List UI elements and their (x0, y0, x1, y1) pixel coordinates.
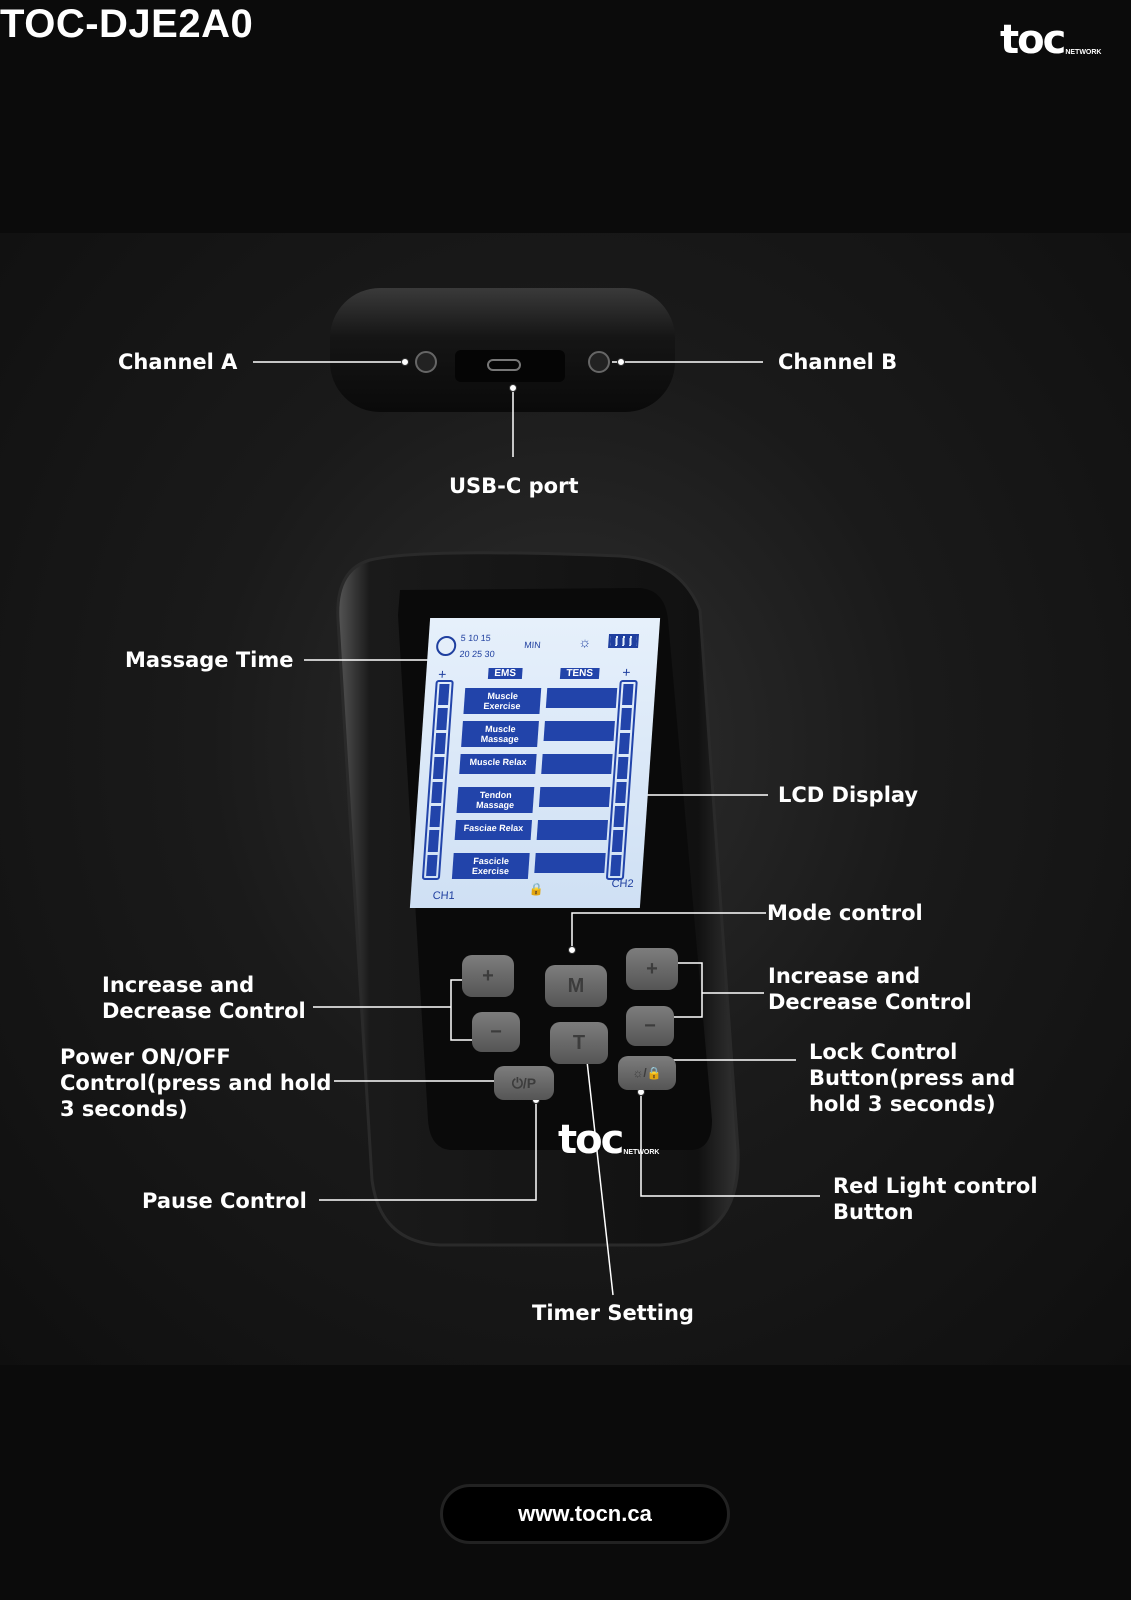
ch2-plus: + (621, 664, 632, 680)
ch2-label: CH2 (611, 878, 634, 890)
mode-button[interactable]: M (545, 965, 607, 1007)
clock-icon (435, 636, 457, 656)
power-pause-button[interactable]: ⏻/P (494, 1066, 554, 1100)
device-top-view (330, 288, 675, 412)
timer-button[interactable]: T (550, 1022, 608, 1064)
product-title: TOC-DJE2A0 (0, 2, 254, 46)
brand-logo: toc NETWORK (1000, 17, 1102, 63)
mode-row: Muscle Exercise (463, 688, 618, 714)
label-lcd-display: LCD Display (778, 783, 919, 807)
ch2-minus-button[interactable]: − (626, 1006, 674, 1046)
label-timer: Timer Setting (532, 1301, 694, 1325)
ch1-minus-button[interactable]: − (472, 1012, 520, 1052)
label-channel-a: Channel A (118, 350, 238, 374)
mode-row: Fascicle Exercise (451, 853, 606, 879)
label-usb-c: USB-C port (449, 474, 579, 498)
wave-icon (536, 820, 609, 840)
tens-label: TENS (559, 668, 600, 679)
ch2-plus-button[interactable]: + (626, 948, 678, 990)
ch1-plus-button[interactable]: + (462, 955, 514, 997)
mode-row: Muscle Relax (459, 754, 613, 774)
ch1-label: CH1 (432, 890, 456, 902)
ems-label: EMS (487, 668, 523, 679)
wave-icon (538, 787, 611, 807)
min-label: MIN (523, 640, 542, 650)
lock-icon: 🔒 (528, 882, 545, 896)
battery-icon (608, 634, 640, 648)
label-pause: Pause Control (142, 1189, 307, 1213)
device-logo: toc NETWORK (558, 1117, 660, 1163)
wave-icon (534, 853, 606, 873)
website-link[interactable]: www.tocn.ca (440, 1484, 730, 1544)
ch1-intensity-bar (421, 680, 454, 880)
mode-row: Muscle Massage (461, 721, 615, 747)
label-massage-time: Massage Time (125, 648, 294, 672)
leader-lines (253, 361, 820, 1296)
light-lock-button[interactable]: ☼/🔒 (618, 1056, 676, 1090)
wave-icon (543, 721, 615, 741)
lightbulb-icon: ☼ (577, 634, 592, 650)
label-channel-b: Channel B (778, 350, 898, 374)
wave-icon (545, 688, 618, 708)
mode-row: Tendon Massage (456, 787, 611, 813)
label-mode-control: Mode control (767, 901, 923, 925)
wave-icon (541, 754, 613, 774)
mode-row: Fasciae Relax (454, 820, 609, 840)
